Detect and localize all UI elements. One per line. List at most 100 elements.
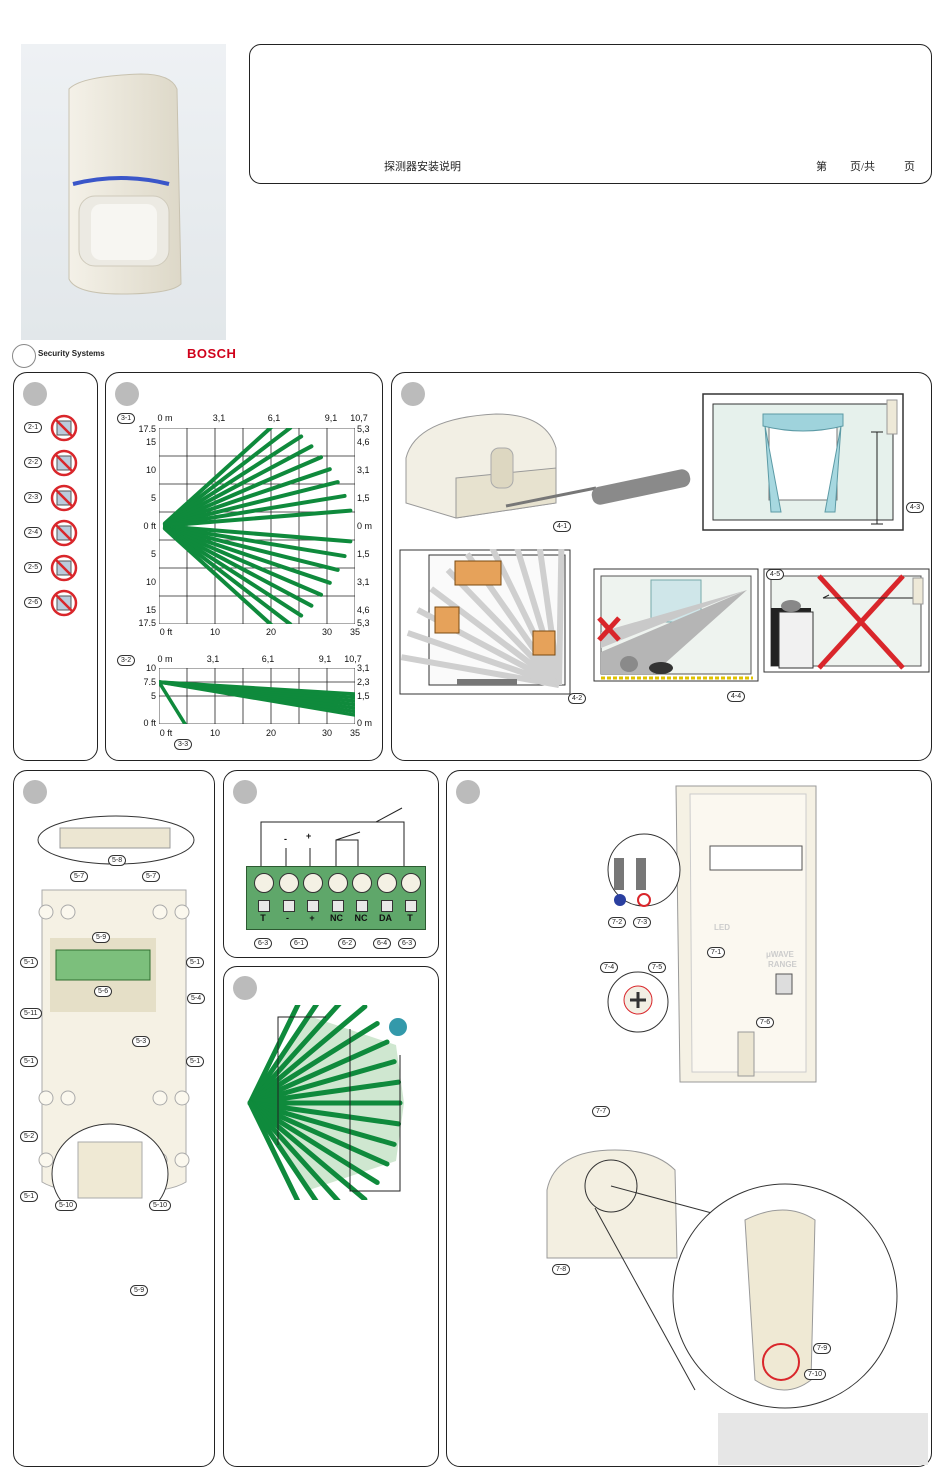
walk-test-diagram bbox=[247, 1005, 407, 1200]
walk-beam bbox=[247, 1100, 390, 1167]
x-bottom-tick: 30 bbox=[321, 728, 332, 738]
y-left-tick: 0 ft bbox=[143, 718, 156, 728]
coverage-beam bbox=[163, 525, 314, 608]
x-bottom-tick: 10 bbox=[209, 728, 220, 738]
label-5-7: 5-7 bbox=[70, 871, 89, 882]
room-beam bbox=[406, 630, 560, 688]
terminal-slot bbox=[258, 900, 270, 912]
tag-4-1: 4-1 bbox=[553, 521, 572, 532]
label-5-9: 5-9 bbox=[92, 932, 111, 943]
room-beam bbox=[445, 567, 562, 688]
walk-beam bbox=[247, 1005, 301, 1106]
x-top-tick: 3,1 bbox=[212, 413, 226, 423]
terminal-screw bbox=[327, 873, 348, 893]
walk-beam bbox=[247, 1005, 320, 1106]
x-bottom-tick: 10 bbox=[209, 627, 220, 637]
walk-beam bbox=[247, 1100, 397, 1147]
label-6-3: 6-3 bbox=[254, 938, 273, 949]
terminal-slot bbox=[307, 900, 319, 912]
y-right-tick: 0 m bbox=[357, 718, 373, 728]
coverage-beam bbox=[163, 526, 293, 624]
prohibit-tag: 2-2 bbox=[24, 457, 43, 468]
coverage-beam bbox=[163, 508, 353, 528]
walk-beam bbox=[247, 1100, 319, 1200]
y-right-tick: 3,1 bbox=[357, 663, 370, 673]
y-right-tick: 4,6 bbox=[357, 437, 370, 447]
label-5-7: 5-7 bbox=[142, 871, 161, 882]
wave-label: μWAVE bbox=[766, 950, 794, 959]
coverage-beam bbox=[163, 526, 304, 618]
y-right-tick: 1,5 bbox=[357, 691, 370, 701]
cover-and-tamper-illustration bbox=[546, 1149, 898, 1409]
terminal-slot bbox=[331, 900, 344, 912]
label-5-1: 5-1 bbox=[20, 1191, 39, 1202]
screw-hole bbox=[152, 1090, 168, 1106]
walk-beam bbox=[247, 1100, 380, 1185]
walk-beam bbox=[247, 1039, 390, 1106]
section-2-badge bbox=[23, 382, 47, 406]
coverage-beam bbox=[163, 480, 340, 528]
no-heater-icon bbox=[50, 519, 78, 547]
prohibit-tag: 2-3 bbox=[24, 492, 43, 503]
label-5-11: 5-11 bbox=[20, 1008, 42, 1019]
x-top-tick: 9,1 bbox=[318, 654, 332, 664]
x-bottom-tick: 35 bbox=[349, 627, 360, 637]
led-label: LED bbox=[714, 923, 730, 932]
elevated-pet-scene bbox=[763, 568, 930, 673]
terminal-screw bbox=[352, 873, 372, 893]
x-top-tick: 9,1 bbox=[324, 413, 338, 423]
y-left-tick: 10 bbox=[145, 577, 156, 587]
y-right-tick: 5,3 bbox=[357, 618, 370, 628]
y-right-tick: 3,1 bbox=[357, 577, 370, 587]
terminal-slot bbox=[380, 900, 393, 912]
coverage-beam bbox=[163, 434, 304, 526]
x-top-tick: 0 m bbox=[157, 654, 173, 664]
coverage-beam bbox=[163, 525, 332, 585]
room-beam bbox=[556, 549, 565, 686]
document-title: 探测器安装说明 bbox=[384, 161, 461, 173]
walk-beam bbox=[247, 1100, 368, 1200]
coverage-beam bbox=[163, 524, 340, 572]
prohibit-tag: 2-6 bbox=[24, 597, 43, 608]
y-right-tick: 2,3 bbox=[357, 677, 370, 687]
room-beam bbox=[429, 586, 561, 688]
x-bottom-tick: 35 bbox=[349, 728, 360, 738]
no-heat-source-icon bbox=[50, 449, 78, 477]
header-box: 探测器安装说明 第 页/共 页 bbox=[249, 44, 932, 184]
x-top-tick: 6,1 bbox=[267, 413, 281, 423]
x-top-tick: 0 m bbox=[157, 413, 173, 423]
label-7-3: 7-3 bbox=[633, 917, 652, 928]
walk-beam bbox=[247, 1100, 402, 1127]
y-left-tick: 17.5 bbox=[138, 618, 156, 628]
terminal-label: NC bbox=[330, 913, 343, 923]
coverage-beam bbox=[163, 428, 274, 526]
terminal-screw bbox=[401, 873, 421, 893]
product-photo bbox=[21, 44, 226, 340]
coverage-side-chart bbox=[159, 668, 355, 724]
no-door-icon bbox=[50, 484, 78, 512]
x-bottom-tick: 20 bbox=[265, 728, 276, 738]
label-5-4: 5-4 bbox=[187, 993, 206, 1004]
screw-hole bbox=[38, 904, 54, 920]
range-label: RANGE bbox=[768, 960, 797, 969]
label-7-8: 7-8 bbox=[552, 1264, 571, 1275]
walk-beam bbox=[247, 1059, 397, 1106]
y-left-tick: 7.5 bbox=[143, 677, 156, 687]
room-beam bbox=[400, 654, 560, 688]
x-bottom-tick: 0 ft bbox=[159, 627, 173, 637]
terminal-screw bbox=[303, 873, 323, 893]
tag-4-2: 4-2 bbox=[568, 693, 587, 704]
y-right-tick: 0 m bbox=[357, 521, 373, 531]
terminal-screw bbox=[376, 873, 397, 893]
screw-hole bbox=[38, 1090, 54, 1106]
label-7-10: 7-10 bbox=[804, 1369, 827, 1380]
y-left-tick: 15 bbox=[145, 605, 156, 615]
page-prefix: 第 bbox=[816, 161, 827, 173]
y-left-tick: 10 bbox=[145, 663, 156, 673]
room-beam bbox=[536, 549, 562, 686]
coverage-beam bbox=[163, 524, 347, 559]
label-5-2: 5-2 bbox=[20, 1131, 39, 1142]
chart-side-bottom-tag: 3-3 bbox=[174, 739, 193, 750]
tag-4-4: 4-4 bbox=[727, 691, 746, 702]
terminal-label: + bbox=[309, 913, 315, 923]
